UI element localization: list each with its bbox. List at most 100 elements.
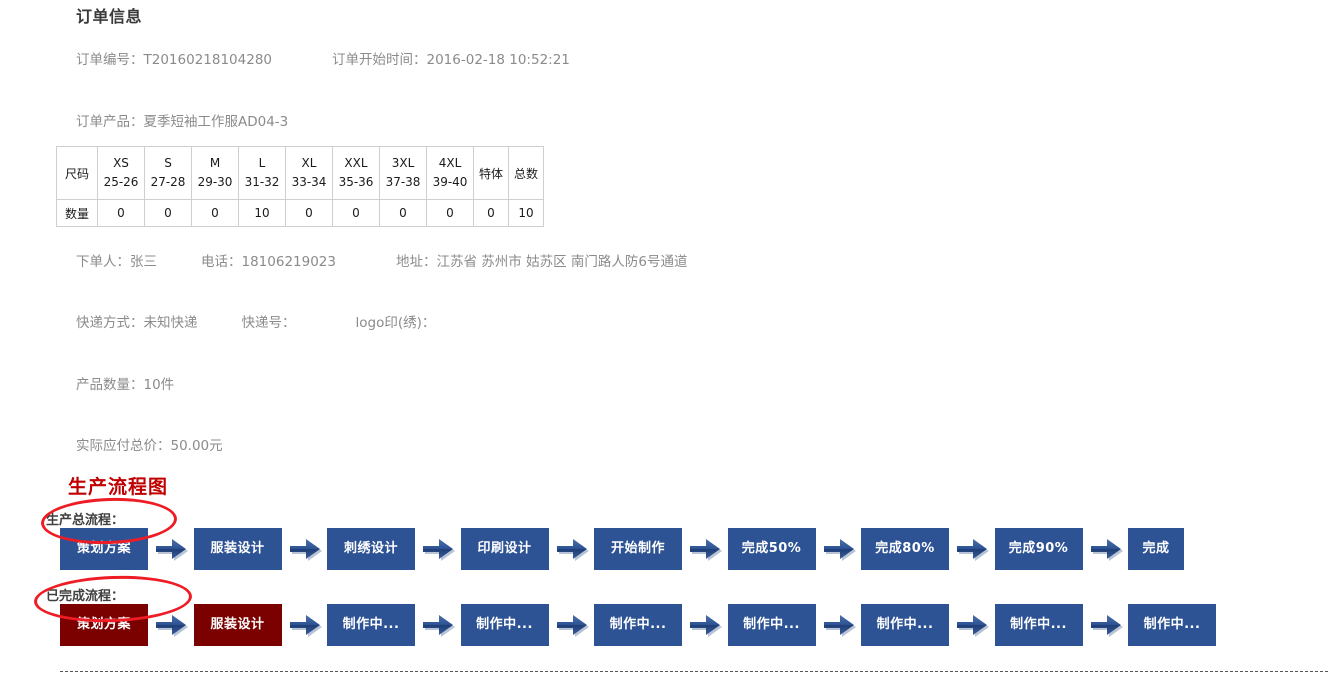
size-col-3xl: 3XL 37-38 <box>379 146 427 200</box>
flow-arrow-icon <box>822 612 856 638</box>
express-line: 快递方式：未知快递 快递号： logo印(绣)： <box>76 311 435 331</box>
flow-step-done_steps-8[interactable]: 制作中... <box>994 604 1083 646</box>
flow-step-done_steps-3[interactable]: 制作中... <box>327 604 415 646</box>
size-range: 35-36 <box>338 175 374 189</box>
flow-arrow-icon <box>288 536 322 562</box>
flow-arrow-icon <box>955 612 989 638</box>
size-col-total: 总数 <box>508 146 544 200</box>
product-quantity-line: 产品数量：10件 <box>76 373 174 393</box>
qty-3xl: 0 <box>379 199 427 227</box>
orderer-label: 下单人： <box>76 254 130 270</box>
flow-step-done_steps-9[interactable]: 制作中... <box>1128 604 1216 646</box>
flow-step-total_steps-3[interactable]: 刺绣设计 <box>327 528 415 570</box>
size-label: XS <box>113 156 129 171</box>
qty-xxl: 0 <box>332 199 380 227</box>
flow-arrow-icon <box>421 536 455 562</box>
order-number-value: T20160218104280 <box>143 52 273 68</box>
size-range: 29-30 <box>197 175 233 189</box>
flow-step-total_steps-8[interactable]: 完成90% <box>994 528 1083 570</box>
flow-step-done_steps-4[interactable]: 制作中... <box>460 604 549 646</box>
express-method-value: 未知快递 <box>143 315 198 331</box>
production-flow-section: 生产流程图 生产总流程： 策划方案服装设计刺绣设计印刷设计开始制作完成50%完成… <box>0 466 1342 700</box>
total-price-label: 实际应付总价： <box>76 438 171 454</box>
order-number-label: 订单编号： <box>76 52 144 68</box>
size-range: 25-26 <box>103 175 139 189</box>
phone-value: 18106219023 <box>241 254 336 270</box>
flow-step-done_steps-6[interactable]: 制作中... <box>727 604 816 646</box>
size-range: 27-28 <box>150 175 186 189</box>
flow-step-total_steps-2[interactable]: 服装设计 <box>193 528 282 570</box>
flow-step-total_steps-6[interactable]: 完成50% <box>727 528 816 570</box>
flow-step-done_steps-1[interactable]: 策划方案 <box>60 604 148 646</box>
product-quantity-value: 10件 <box>143 377 175 393</box>
flow-arrow-icon <box>154 536 188 562</box>
flow-chart-title: 生产流程图 <box>68 476 169 498</box>
quantity-row-label: 数量 <box>56 199 98 227</box>
qty-total: 10 <box>508 199 544 227</box>
qty-special: 0 <box>473 199 509 227</box>
qty-4xl: 0 <box>426 199 474 227</box>
flow-arrow-icon <box>555 536 589 562</box>
flow-step-total_steps-4[interactable]: 印刷设计 <box>460 528 549 570</box>
flow-arrow-icon <box>1089 536 1123 562</box>
flow-arrow-icon <box>555 612 589 638</box>
size-col-m: M 29-30 <box>191 146 239 200</box>
flow-step-done_steps-5[interactable]: 制作中... <box>594 604 682 646</box>
qty-l: 10 <box>238 199 286 227</box>
flow-step-total_steps-5[interactable]: 开始制作 <box>594 528 682 570</box>
size-label: 3XL <box>391 156 415 171</box>
table-row-header: 尺码 XS 25-26 S 27-28 M 29-30 L 31-32 <box>56 146 544 200</box>
size-col-s: S 27-28 <box>144 146 192 200</box>
qty-xs: 0 <box>97 199 145 227</box>
order-start-time-value: 2016-02-18 10:52:21 <box>426 52 570 68</box>
total-price-line: 实际应付总价：50.00元 <box>76 434 223 454</box>
qty-m: 0 <box>191 199 239 227</box>
size-range: 31-32 <box>244 175 280 189</box>
section-divider <box>60 671 1328 672</box>
size-col-special: 特体 <box>473 146 509 200</box>
size-label: 4XL <box>438 156 462 171</box>
order-product-line: 订单产品：夏季短袖工作服AD04-3 <box>76 110 288 130</box>
size-range: 39-40 <box>432 175 468 189</box>
size-col-xxl: XXL 35-36 <box>332 146 380 200</box>
table-row-quantity: 数量 0 0 0 10 0 0 0 0 0 10 <box>56 199 544 227</box>
flow-arrow-icon <box>288 612 322 638</box>
phone-label: 电话： <box>201 254 242 270</box>
flow-step-total_steps-7[interactable]: 完成80% <box>861 528 949 570</box>
size-quantity-table: 尺码 XS 25-26 S 27-28 M 29-30 L 31-32 <box>56 146 544 227</box>
total-flow-label: 生产总流程： <box>46 513 125 528</box>
flow-step-done_steps-7[interactable]: 制作中... <box>861 604 949 646</box>
orderer-value: 张三 <box>130 254 157 270</box>
order-product-label: 订单产品： <box>76 114 144 130</box>
order-start-time-label: 订单开始时间： <box>332 52 427 68</box>
express-number-label: 快递号： <box>241 315 296 331</box>
flow-arrow-icon <box>154 612 188 638</box>
flow-arrow-icon <box>421 612 455 638</box>
size-range: 37-38 <box>385 175 421 189</box>
size-label: XXL <box>344 156 368 171</box>
express-method-label: 快递方式： <box>76 315 144 331</box>
address-label: 地址： <box>395 254 437 270</box>
size-range: 33-34 <box>291 175 327 189</box>
qty-s: 0 <box>144 199 192 227</box>
size-label: L <box>258 156 266 171</box>
page-title: 订单信息 <box>76 7 143 26</box>
size-col-4xl: 4XL 39-40 <box>426 146 474 200</box>
flow-arrow-icon <box>1089 612 1123 638</box>
flow-step-total_steps-1[interactable]: 策划方案 <box>60 528 148 570</box>
completed-flow-label: 已完成流程： <box>46 589 125 604</box>
size-col-xs: XS 25-26 <box>97 146 145 200</box>
size-row-label: 尺码 <box>56 146 98 200</box>
product-quantity-label: 产品数量： <box>76 377 144 393</box>
qty-xl: 0 <box>285 199 333 227</box>
flow-arrow-icon <box>688 612 722 638</box>
flow-arrow-icon <box>955 536 989 562</box>
flow-arrow-icon <box>822 536 856 562</box>
flow-step-total_steps-9[interactable]: 完成 <box>1128 528 1184 570</box>
logo-print-label: logo印(绣)： <box>355 315 436 331</box>
flow-step-done_steps-2[interactable]: 服装设计 <box>193 604 282 646</box>
size-label: S <box>164 156 172 171</box>
size-label: M <box>209 156 221 171</box>
size-col-l: L 31-32 <box>238 146 286 200</box>
